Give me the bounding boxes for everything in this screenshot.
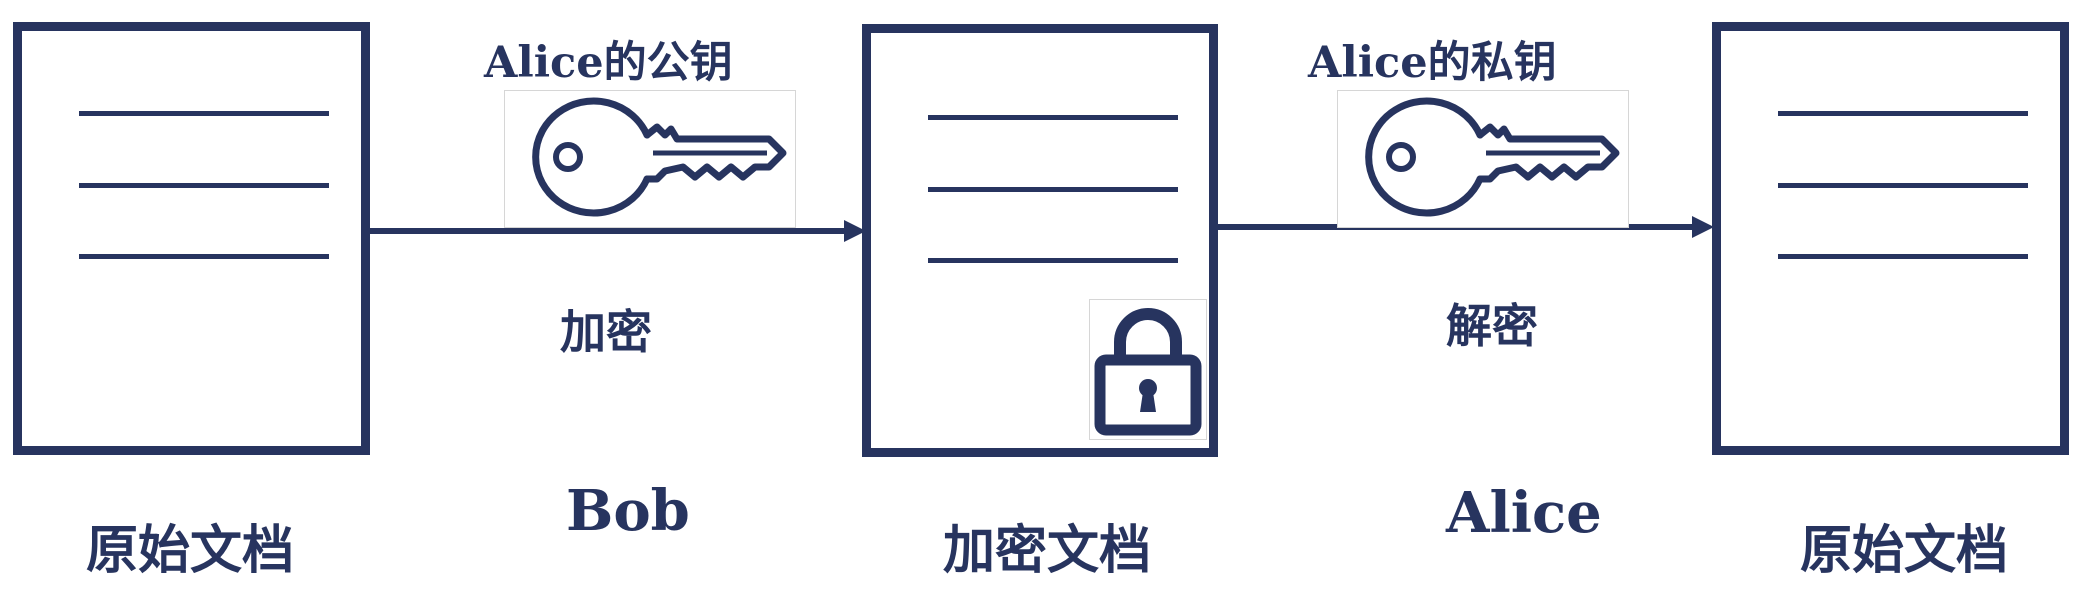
key-icon [532,97,787,217]
document-text-line [928,115,1178,120]
document-text-line [928,187,1178,192]
encrypted-document [862,24,1218,457]
original-document-left [13,22,370,455]
document-text-line [928,258,1178,263]
document-text-line [79,254,329,259]
document-text-line [79,111,329,116]
decrypt-action-label: 解密 [1446,299,1538,353]
encrypt-arrowhead [844,220,866,242]
lock-icon [1094,308,1202,436]
document-text-line [1778,111,2028,116]
encrypted-document-label: 加密文档 [943,520,1152,581]
public-key-label: Alice的公钥 [484,38,733,88]
public-key-box [504,90,796,228]
encrypt-action-label: 加密 [560,305,652,359]
decrypt-arrowhead [1692,216,1714,238]
decrypt-actor-label: Alice [1446,480,1602,546]
key-icon [1365,97,1620,217]
document-text-line [79,183,329,188]
document-text-line [1778,183,2028,188]
private-key-label: Alice的私钥 [1308,38,1557,88]
lock-badge [1089,299,1207,440]
private-key-box [1337,90,1629,228]
encrypt-actor-label: Bob [566,478,690,544]
original-document-left-label: 原始文档 [86,520,295,581]
document-text-line [1778,254,2028,259]
original-document-right [1712,22,2069,455]
original-document-right-label: 原始文档 [1800,520,2009,581]
